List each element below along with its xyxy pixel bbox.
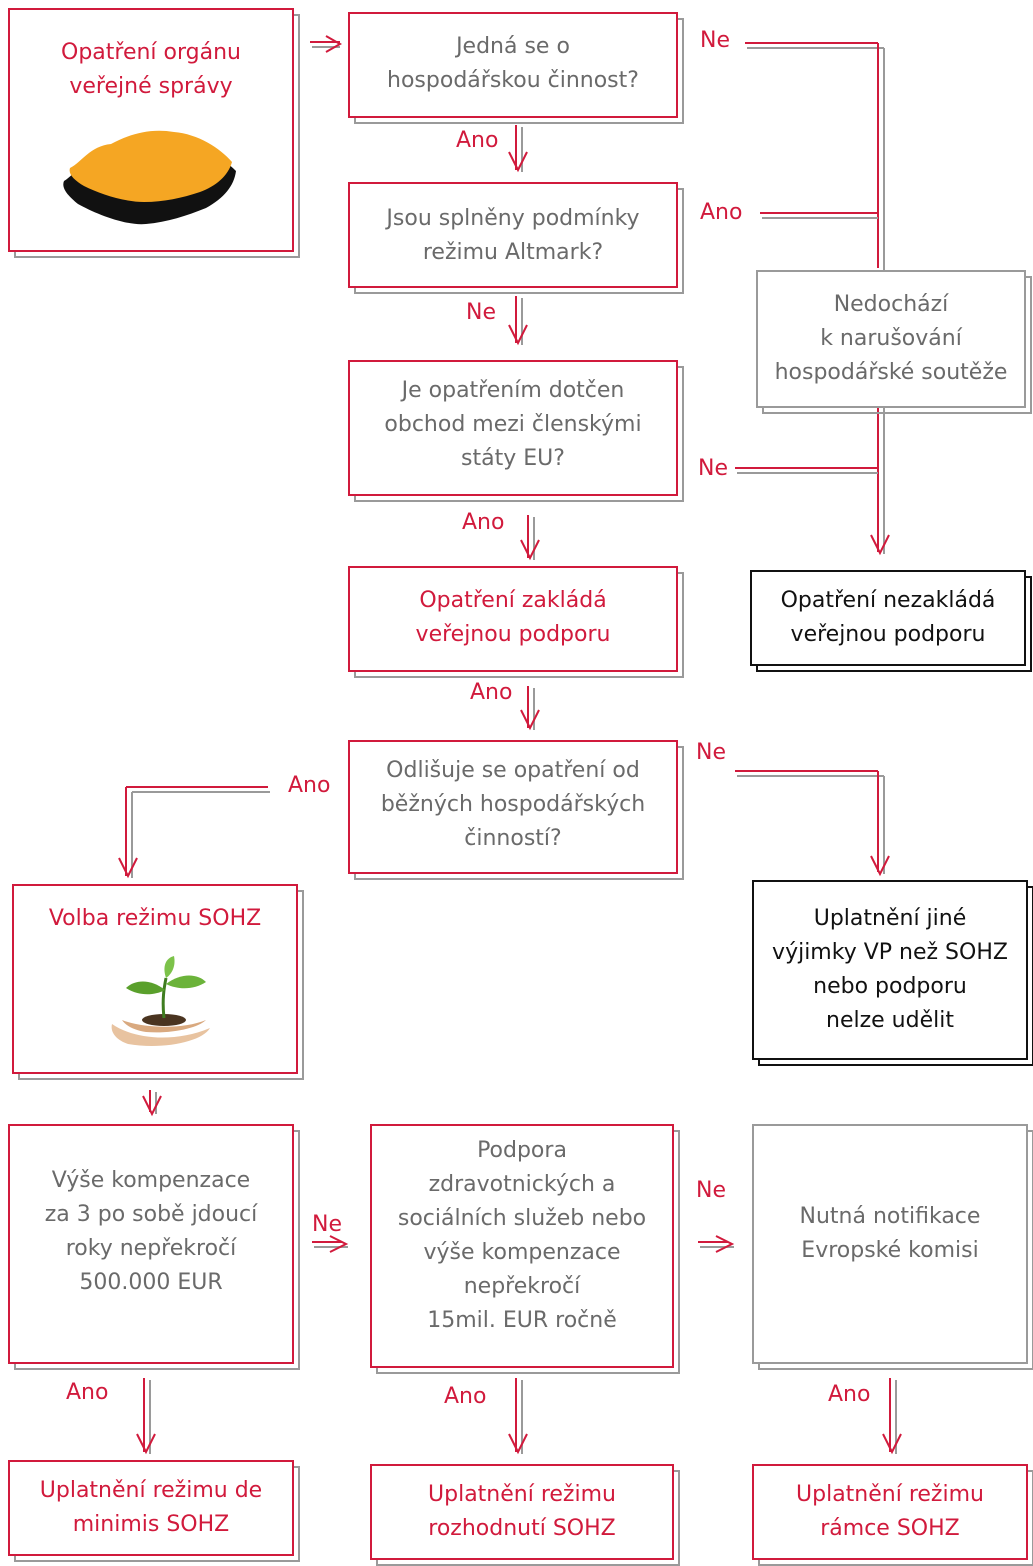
box-other-exemption: Uplatnění jiné výjimky VP než SOHZ nebo … [752,880,1033,1066]
box-start-measure-text: Opatření orgánu veřejné správy [61,40,241,99]
box-compensation-500k: Výše kompenzace za 3 po sobě jdoucí roky… [8,1124,300,1370]
label-q2-no: Ne [466,300,496,325]
label-q4-yes: Ano [288,773,331,798]
box-choose-sohz: Volba režimu SOHZ [12,884,304,1080]
label-vp-yes: Ano [470,680,513,705]
box-framework-sohz-text: Uplatnění režimu rámce SOHZ [796,1482,984,1541]
label-b11-yes: Ano [66,1380,109,1405]
box-choose-sohz-text: Volba režimu SOHZ [48,906,262,931]
arrow-q4-no-right [735,770,890,875]
box-q-trade-text: Je opatřením dotčen obchod mezi členským… [384,378,642,471]
box-state-aid-text: Opatření zakládá veřejnou podporu [415,588,611,647]
label-b12-no: Ne [696,1178,726,1203]
arrow-start-to-q1 [310,35,343,53]
box-notification: Nutná notifikace Evropské komisi [752,1124,1033,1370]
box-no-state-aid: Opatření nezakládá veřejnou podporu [750,570,1032,672]
label-b11-no: Ne [312,1212,342,1237]
box-start-measure: Opatření orgánu veřejné správy [8,8,300,258]
box-health-social-15mil: Podpora zdravotnických a sociálních služ… [370,1124,680,1374]
box-q-differs-text: Odlišuje se opatření od běžných hospodář… [380,758,646,851]
arrow-b13-to-b16 [882,1378,902,1454]
label-q1-yes: Ano [456,128,499,153]
box-de-minimis-text: Uplatnění režimu de minimis SOHZ [39,1478,263,1537]
box-q-altmark-text: Jsou splněny podmínky režimu Altmark? [386,206,640,265]
arrow-vp-to-q4 [520,686,540,730]
arrow-b12-to-b15 [508,1378,528,1454]
label-b12-yes: Ano [444,1384,487,1409]
box-no-state-aid-text: Opatření nezakládá veřejnou podporu [780,588,996,647]
arrow-q1-no-right [745,42,885,270]
box-notification-text: Nutná notifikace Evropské komisi [799,1204,981,1263]
arrow-q3-to-vp [520,515,540,560]
box-health-social-15mil-text: Podpora zdravotnických a sociálních služ… [397,1138,647,1333]
box-framework-sohz: Uplatnění režimu rámce SOHZ [752,1464,1033,1566]
box-q-differs: Odlišuje se opatření od běžných hospodář… [348,740,684,880]
arrow-q1-to-q2 [508,125,528,172]
box-decision-sohz: Uplatnění režimu rozhodnutí SOHZ [370,1464,680,1566]
box-state-aid: Opatření zakládá veřejnou podporu [348,566,684,678]
arrow-volba-to-b11 [142,1090,162,1115]
arrow-q4-yes-left [118,786,270,878]
label-q2-yes: Ano [700,200,743,225]
box-no-distortion-text: Nedochází k narušování hospodářské soutě… [774,292,1008,385]
box-other-exemption-text: Uplatnění jiné výjimky VP než SOHZ nebo … [772,906,1008,1033]
box-compensation-500k-text: Výše kompenzace za 3 po sobě jdoucí roky… [44,1168,258,1295]
box-q-economic-activity-text: Jedná se o hospodářskou činnost? [387,34,639,93]
czech-map-image [63,130,237,225]
box-decision-sohz-text: Uplatnění režimu rozhodnutí SOHZ [428,1482,616,1541]
arrow-b12-to-b13 [698,1235,735,1253]
label-q1-no: Ne [700,28,730,53]
arrow-b11-to-b12 [312,1235,349,1253]
arrow-nocomp-to-notvp [870,405,890,554]
box-q-trade: Je opatřením dotčen obchod mezi členským… [348,360,684,502]
box-de-minimis: Uplatnění režimu de minimis SOHZ [8,1460,300,1562]
arrow-q2-to-q3 [508,296,528,345]
plant-in-hands-image [111,956,210,1047]
label-q3-yes: Ano [462,510,505,535]
label-q4-no: Ne [696,740,726,765]
box-q-altmark: Jsou splněny podmínky režimu Altmark? [348,182,684,294]
label-q3-no: Ne [698,456,728,481]
arrow-q2-yes-right [760,212,878,219]
box-q-economic-activity: Jedná se o hospodářskou činnost? [348,12,684,124]
arrow-q3-no-right [735,467,878,474]
box-no-distortion: Nedochází k narušování hospodářské soutě… [756,270,1032,414]
arrow-b11-to-b14 [136,1378,156,1454]
label-b13-yes: Ano [828,1382,871,1407]
